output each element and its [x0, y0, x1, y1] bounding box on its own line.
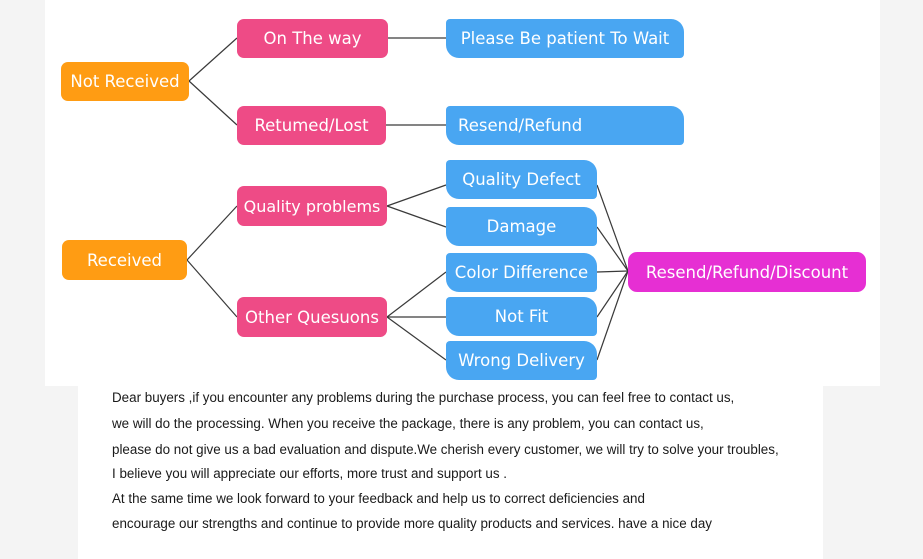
- node-quality-problems-label: Quality problems: [243, 196, 381, 216]
- message-panel: [78, 384, 823, 559]
- node-wrong-delivery-label: Wrong Delivery: [458, 351, 585, 370]
- message-line: Dear buyers ,if you encounter any proble…: [112, 390, 735, 405]
- node-please-wait-label: Please Be patient To Wait: [460, 29, 670, 48]
- node-not-received-label: Not Received: [70, 72, 180, 91]
- node-other-questions-label: Other Quesuons: [245, 307, 379, 327]
- node-not-fit-label: Not Fit: [494, 307, 549, 326]
- node-resend-refund-label: Resend/Refund: [458, 116, 583, 135]
- node-color-difference: Color Difference: [446, 253, 597, 292]
- node-returned-lost: Retumed/Lost: [237, 106, 386, 145]
- node-not-fit: Not Fit: [446, 297, 597, 336]
- message-line: we will do the processing. When you rece…: [112, 416, 704, 431]
- node-resend-refund: Resend/Refund: [446, 106, 684, 145]
- node-quality-problems: Quality problems: [237, 186, 387, 226]
- node-other-questions: Other Quesuons: [237, 297, 387, 337]
- message-line: please do not give us a bad evaluation a…: [112, 442, 779, 457]
- node-damage: Damage: [446, 207, 597, 246]
- node-returned-lost-label: Retumed/Lost: [254, 116, 369, 135]
- node-color-difference-label: Color Difference: [454, 263, 589, 282]
- node-quality-defect: Quality Defect: [446, 160, 597, 199]
- node-on-the-way-label: On The way: [263, 29, 362, 48]
- node-received: Received: [62, 240, 187, 280]
- node-quality-defect-label: Quality Defect: [462, 170, 581, 189]
- message-line: I believe you will appreciate our effort…: [112, 466, 507, 481]
- message-line: At the same time we look forward to your…: [112, 491, 645, 506]
- node-wrong-delivery: Wrong Delivery: [446, 341, 597, 380]
- node-resend-refund-discount: Resend/Refund/Discount: [628, 252, 866, 292]
- node-received-label: Received: [86, 250, 163, 270]
- message-line: encourage our strengths and continue to …: [112, 516, 712, 531]
- node-on-the-way: On The way: [237, 19, 388, 58]
- node-resend-refund-discount-label: Resend/Refund/Discount: [645, 262, 849, 282]
- node-damage-label: Damage: [486, 217, 557, 236]
- node-not-received: Not Received: [61, 62, 189, 101]
- node-please-wait: Please Be patient To Wait: [446, 19, 684, 58]
